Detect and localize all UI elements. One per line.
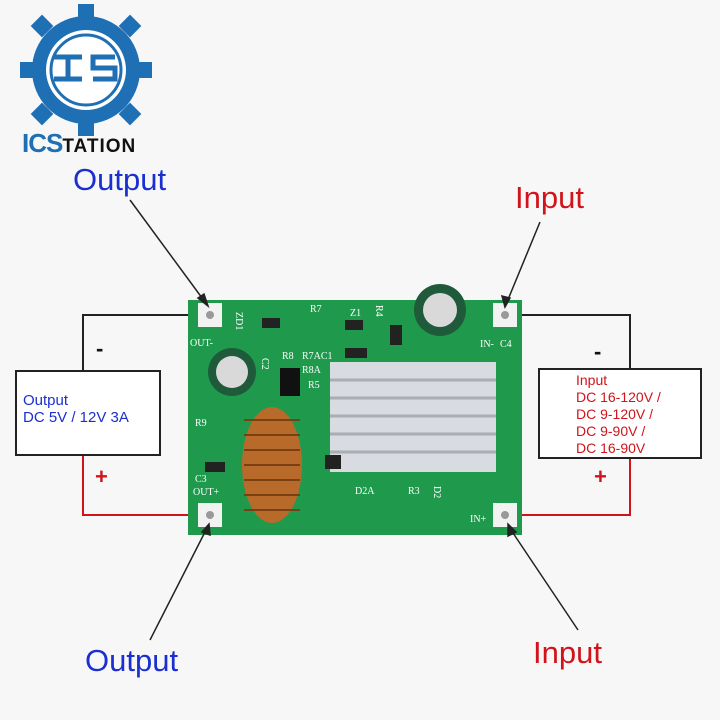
input-negative-wire: [505, 314, 631, 368]
silk-ref: C2: [259, 358, 270, 370]
output-callout-top: Output: [73, 162, 167, 197]
input-spec-box: Input DC 16-120V / DC 9-120V / DC 9-90V …: [538, 368, 702, 459]
output-negative-wire: [82, 314, 210, 370]
heatsink: [330, 362, 496, 472]
input-spec-line: DC 16-90V: [576, 440, 646, 456]
input-callout-top: Input: [515, 180, 584, 215]
silk-out-plus: OUT+: [193, 487, 220, 498]
brand-wordmark: ICSTATION: [22, 130, 136, 160]
terminal-pads: [198, 303, 517, 527]
silk-ref: R8A: [302, 365, 322, 376]
silk-ref: R3: [408, 486, 420, 497]
output-spec-box: Output DC 5V / 12V 3A: [15, 370, 161, 456]
output-spec-value: DC 5V / 12V 3A: [23, 409, 129, 426]
input-spec-line: DC 9-120V /: [576, 406, 654, 422]
output-spec-title: Output: [23, 392, 69, 409]
input-spec-line: DC 16-120V /: [576, 389, 661, 405]
capacitor-input: [414, 284, 466, 336]
output-minus-sign: -: [96, 336, 104, 361]
input-callout-bottom: Input: [533, 635, 602, 670]
brand-suffix: TATION: [62, 136, 137, 157]
silk-ref: R7: [310, 304, 322, 315]
gear-logo-icon: [20, 4, 152, 136]
silk-ref: D2: [431, 486, 442, 498]
silk-ref: D2A: [355, 486, 375, 497]
silk-ref-zd1: ZD1: [233, 312, 244, 330]
silk-ref: Z1: [350, 308, 361, 319]
silk-in-minus: IN-: [480, 339, 494, 350]
silk-ref: R7AC1: [302, 351, 333, 362]
silk-in-plus: IN+: [470, 514, 487, 525]
silk-ref: R5: [308, 380, 320, 391]
input-plus-sign: +: [594, 464, 607, 489]
silk-ref: R9: [195, 418, 207, 429]
input-spec-line: DC 9-90V /: [576, 423, 646, 439]
silk-ref: C3: [195, 474, 207, 485]
silk-ref: R8: [282, 351, 294, 362]
silk-out-minus: OUT-: [190, 338, 213, 349]
ic-chip: [280, 368, 300, 396]
output-plus-sign: +: [95, 464, 108, 489]
callout-arrows: [129, 199, 579, 641]
silk-ref: C4: [500, 339, 512, 350]
input-spec-title: Input: [576, 372, 608, 388]
input-positive-wire: [505, 458, 631, 516]
input-minus-sign: -: [594, 339, 602, 364]
capacitor-output: [208, 348, 256, 396]
output-positive-wire: [82, 455, 210, 516]
silk-ref: R4: [373, 305, 384, 317]
brand-prefix: ICS: [22, 128, 63, 158]
toroid-inductor: [242, 407, 302, 523]
output-callout-bottom: Output: [85, 643, 179, 678]
